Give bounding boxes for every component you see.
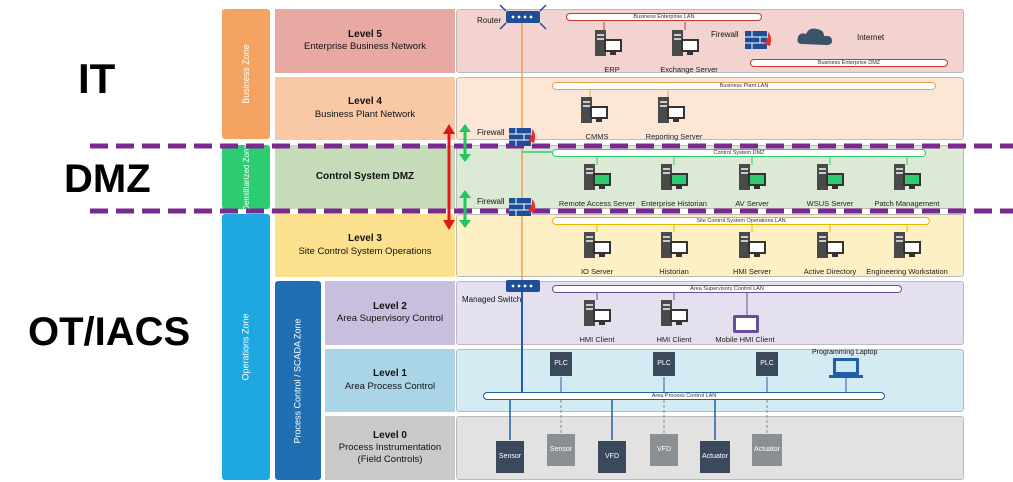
hmi-client-icon-2: [661, 300, 688, 326]
level3-box: Level 3 Site Control System Operations: [275, 214, 455, 277]
firewall-upper-label: Firewall: [477, 128, 505, 137]
level2-name: Area Supervisory Control: [336, 313, 444, 325]
level1-box: Level 1 Area Process Control: [325, 349, 455, 412]
level5-name: Enterprise Business Network: [304, 41, 426, 53]
lan-l3: Site Control System Operations LAN: [552, 217, 930, 225]
level0-title: Level 0: [373, 429, 407, 441]
device-label-historian: Historian: [659, 267, 689, 276]
dmz-server-icon-2: [661, 164, 688, 190]
lan-l5: Business Enterprise LAN: [566, 13, 762, 21]
lan-l2: Area Supervisory Control LAN: [552, 285, 902, 293]
dmz-label: DMZ: [64, 157, 151, 201]
device-label-hmi-client-1: HMI Client: [579, 335, 615, 344]
managed-switch-label: Managed Switch: [462, 295, 522, 304]
level3-server-icon-3: [739, 232, 766, 258]
lan-l1: Area Process Control LAN: [483, 392, 885, 400]
field-vfd-1: VFD: [598, 441, 626, 473]
device-label-erp: ERP: [604, 65, 620, 74]
field-actuator-1: Actuator: [700, 441, 730, 473]
level3-title: Level 3: [348, 233, 382, 245]
level2-title: Level 2: [373, 300, 407, 312]
level0-box: Level 0 Process Instrumentation (Field C…: [325, 416, 455, 480]
firewall-l5-icon: [745, 31, 772, 49]
dmz-box: Control System DMZ: [275, 145, 455, 209]
level0-name: Process Instrumentation: [338, 442, 442, 454]
level5-box: Level 5 Enterprise Business Network: [275, 9, 455, 73]
device-label-exchange-server: Exchange Server: [660, 65, 718, 74]
lan-l4: Business Plant LAN: [552, 82, 936, 90]
hmi-client-icon-1: [584, 300, 611, 326]
level3-server-icon-4: [817, 232, 844, 258]
level2-box: Level 2 Area Supervisory Control: [325, 281, 455, 345]
device-label-patch-management: Patch Management: [874, 199, 940, 208]
lan-l5-dmz: Business Enterprise DMZ: [750, 59, 948, 67]
operations-zone: Operations Zone: [222, 214, 270, 480]
router-icon: [499, 4, 547, 30]
programming-laptop-label: Programming Laptop: [812, 349, 878, 356]
level4-title: Level 4: [348, 96, 382, 108]
it-label: IT: [78, 55, 116, 102]
level3-server-icon-1: [584, 232, 611, 258]
internet-label: Internet: [857, 33, 885, 42]
plc-1: PLC: [550, 352, 572, 376]
device-label-hmi-server: HMI Server: [733, 267, 771, 276]
dmz-server-icon-1: [584, 164, 611, 190]
dmz-server-icon-5: [894, 164, 921, 190]
level1-name: Area Process Control: [344, 380, 436, 392]
level3-name: Site Control System Operations: [298, 245, 432, 257]
level0-sub: (Field Controls): [357, 454, 423, 466]
level1-band: [456, 349, 964, 412]
cmms-server-icon: [581, 97, 608, 123]
field-vfd-2: VFD: [650, 434, 678, 466]
device-label-cmms: CMMS: [585, 132, 609, 141]
device-label-reporting-server: Reporting Server: [645, 132, 703, 141]
device-label-io-server: IO Server: [580, 267, 614, 276]
scada-zone: Process Control / SCADA Zone: [275, 281, 321, 480]
dmz-server-icon-3: [739, 164, 766, 190]
device-label-enterprise-historian: Enterprise Historian: [641, 199, 707, 208]
lan-dmz: Control System DMZ: [552, 149, 926, 157]
mobile-hmi-tablet-icon: [733, 315, 759, 333]
device-label-mobile-hmi-client: Mobile HMI Client: [715, 335, 775, 344]
level4-box: Level 4 Business Plant Network: [275, 77, 455, 140]
field-sensor-1: Sensor: [496, 441, 524, 473]
firewall-upper-icon: [509, 128, 536, 146]
erp-server-icon: [595, 30, 622, 56]
plc-2: PLC: [653, 352, 675, 376]
programming-laptop-icon: [829, 358, 863, 378]
firewall-lower-icon: [509, 198, 536, 216]
level5-title: Level 5: [348, 28, 382, 40]
device-label-av-server: AV Server: [735, 199, 769, 208]
dmz-server-icon-4: [817, 164, 844, 190]
dmz-title: Control System DMZ: [315, 170, 415, 182]
level3-server-icon-2: [661, 232, 688, 258]
field-actuator-2: Actuator: [752, 434, 782, 466]
device-label-remote-access-server: Remote Access Server: [558, 199, 636, 208]
device-label-engineering-workstation: Engineering Workstation: [866, 267, 948, 276]
ot-label: OT/IACS: [28, 310, 191, 354]
business-zone: Business Zone: [222, 9, 270, 139]
exchange-server-icon: [672, 30, 699, 56]
level3-server-icon-5: [894, 232, 921, 258]
dmz-zone: Demilitarized Zone: [222, 144, 270, 210]
managed-switch-icon: [506, 280, 540, 292]
level4-name: Business Plant Network: [314, 108, 416, 120]
firewall-lower-label: Firewall: [477, 197, 505, 206]
device-label-wsus-server: WSUS Server: [806, 199, 854, 208]
reporting-server-icon: [658, 97, 685, 123]
level1-title: Level 1: [373, 368, 407, 380]
device-label-hmi-client-2: HMI Client: [656, 335, 692, 344]
router-label: Router: [477, 16, 502, 25]
plc-3: PLC: [756, 352, 778, 376]
internet-cloud-icon: [797, 28, 832, 45]
device-label-active-directory: Active Directory: [803, 267, 857, 276]
field-sensor-2: Sensor: [547, 434, 575, 466]
firewall-l5-label: Firewall: [711, 30, 739, 39]
